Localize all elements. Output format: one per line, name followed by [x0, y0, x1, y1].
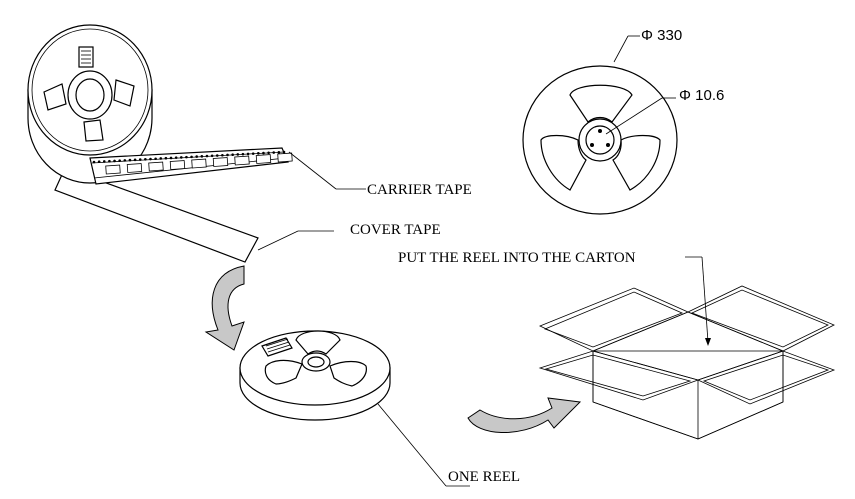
- reel-window: [83, 119, 104, 142]
- sprocket-hole: [179, 156, 183, 159]
- reel-window: [540, 134, 587, 191]
- sprocket-hole: [231, 153, 234, 157]
- sprocket-hole: [190, 155, 193, 159]
- sprocket-hole: [118, 159, 121, 162]
- hub-diameter-label: Φ 10.6: [679, 87, 724, 104]
- tape-pocket: [126, 163, 143, 173]
- sprocket-hole: [215, 154, 219, 157]
- sprocket-hole: [241, 152, 245, 156]
- tape-pocket: [105, 164, 121, 175]
- sprocket-hole: [133, 158, 137, 162]
- curved-arrow-to-carton: [467, 397, 582, 433]
- reel-label: [78, 46, 94, 68]
- one-reel: [239, 330, 391, 421]
- sprocket-hole: [108, 159, 111, 163]
- sprocket-hole: [102, 160, 106, 163]
- reel-with-tape: [27, 24, 293, 263]
- tape-pocket: [255, 154, 272, 164]
- sprocket-hole: [246, 152, 250, 156]
- reel-dimension-view: Φ 330 Φ 10.6: [522, 27, 724, 215]
- sprocket-hole: [236, 153, 240, 156]
- tape-pocket: [191, 158, 207, 169]
- carrier-tape-label: CARRIER TAPE: [367, 182, 472, 198]
- tape-pocket: [234, 155, 250, 166]
- tape-pocket: [169, 160, 186, 170]
- cover-tape-strip: [54, 167, 259, 263]
- put-reel-label: PUT THE REEL INTO THE CARTON: [398, 250, 636, 266]
- sprocket-hole: [144, 157, 147, 161]
- sprocket-hole: [169, 156, 173, 160]
- sprocket-hole: [267, 151, 270, 155]
- sprocket-hole: [282, 150, 286, 154]
- one-reel-callout: ONE REEL: [377, 403, 520, 487]
- sprocket-hole: [205, 154, 209, 158]
- sprocket-hole: [210, 154, 214, 158]
- cover-tape-callout: COVER TAPE: [257, 222, 441, 251]
- sprocket-hole: [92, 160, 96, 164]
- sprocket-hole: [174, 156, 178, 159]
- sprocket-hole: [185, 155, 188, 159]
- carrier-pockets: [92, 150, 293, 175]
- carton: PUT THE REEL INTO THE CARTON: [398, 250, 836, 440]
- one-reel-label: ONE REEL: [448, 469, 520, 485]
- cover-tape-label: COVER TAPE: [350, 222, 441, 238]
- tape-pocket: [277, 152, 293, 163]
- tape-pocket: [212, 157, 229, 167]
- sprocket-hole: [138, 158, 142, 161]
- reel-window: [264, 359, 303, 385]
- sprocket-hole: [226, 153, 229, 157]
- reel-diameter-label: Φ 330: [641, 27, 682, 44]
- sprocket-hole: [195, 155, 199, 158]
- reel-window: [295, 330, 341, 355]
- reel-window: [329, 360, 367, 387]
- sprocket-hole: [262, 151, 265, 155]
- sprocket-hole: [149, 157, 152, 161]
- reel-window: [569, 84, 633, 123]
- sprocket-hole: [251, 152, 255, 155]
- curved-arrow-down: [204, 265, 245, 351]
- sprocket-hole: [113, 159, 116, 163]
- sprocket-hole: [159, 157, 163, 160]
- sprocket-hole: [277, 150, 281, 154]
- sprocket-hole: [200, 155, 204, 158]
- carrier-tape-callout: CARRIER TAPE: [288, 151, 472, 198]
- sprocket-hole: [128, 158, 132, 162]
- sprocket-hole: [164, 156, 168, 160]
- sprocket-hole: [123, 159, 127, 162]
- sprocket-hole: [257, 152, 260, 155]
- tape-pocket: [148, 161, 164, 172]
- reel-window: [113, 79, 135, 107]
- reel-window: [43, 83, 67, 111]
- sprocket-hole: [97, 160, 101, 164]
- sprocket-hole: [272, 151, 276, 154]
- sprocket-hole: [221, 153, 224, 157]
- sprocket-hole: [154, 157, 157, 161]
- reel-window: [612, 134, 661, 191]
